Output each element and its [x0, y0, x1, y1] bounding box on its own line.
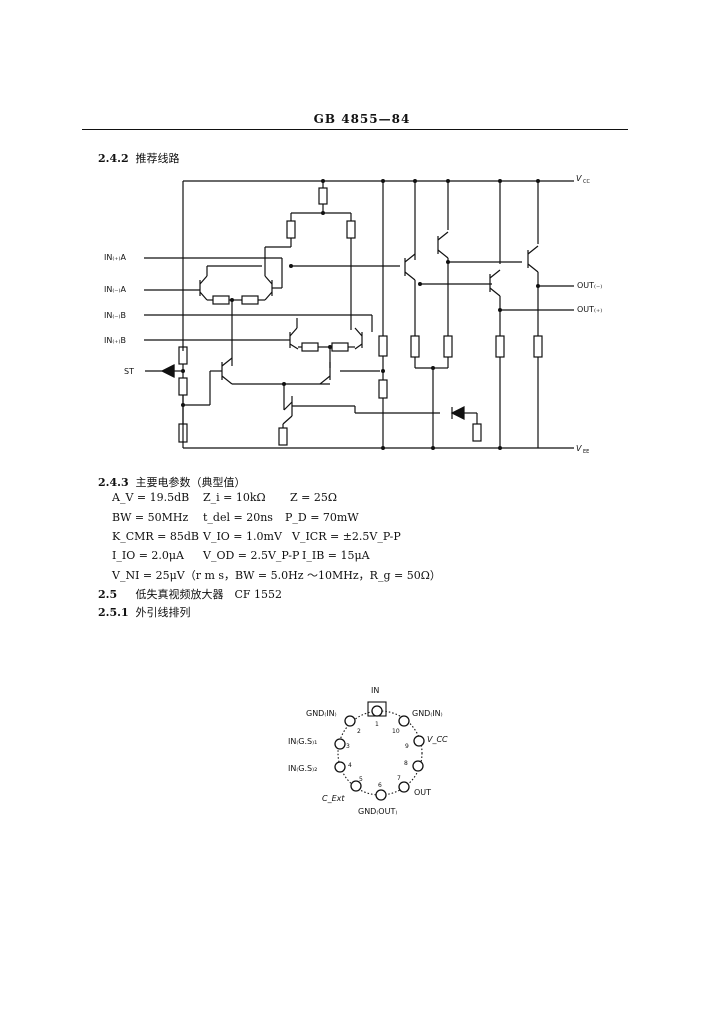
out-minus-label: OUT₍₋₎: [577, 281, 602, 290]
param-kcmr: K_CMR = 85dB: [112, 530, 200, 543]
section-2-4-3-heading: 2.4.3 主要电参数（典型值）: [98, 474, 246, 490]
pin-3: [334, 738, 346, 750]
section-number: 2.5.1: [98, 606, 129, 619]
pin-number: 1: [375, 721, 379, 728]
section-number: 2.4.3: [98, 476, 129, 489]
section-number: 2.4.2: [98, 152, 129, 165]
pin-number: 9: [405, 743, 409, 750]
section-2-4-2-heading: 2.4.2 推荐线路: [98, 150, 180, 166]
pins: [334, 705, 425, 801]
section-2-5-1-heading: 2.5.1 外引线排列: [98, 604, 191, 620]
header-rule: [82, 129, 628, 130]
pin-label-out: OUT: [414, 788, 431, 797]
pin-number: 4: [348, 762, 352, 769]
pin-number: 6: [378, 782, 382, 789]
param-zi: Z_i = 10kΩ: [203, 491, 266, 504]
st-bias-chain: [145, 346, 482, 446]
param-iib: I_IB = 15μA: [302, 549, 370, 562]
pin-4: [334, 761, 346, 773]
pin-label-in-gs1: IN₍G.S₎₁: [288, 737, 317, 746]
section-title: 主要电参数（典型值）: [135, 476, 246, 489]
vee-label-sub: EE: [583, 449, 589, 455]
section-title: 低失真视频放大器 CF 1552: [135, 588, 283, 601]
pin-6: [375, 789, 387, 801]
param-vni: V_NI = 25μV（r m s，BW = 5.0Hz ～10MHz，R_g …: [112, 569, 441, 582]
param-bw: BW = 50MHz: [112, 511, 189, 524]
pin-number: 2: [357, 728, 361, 735]
pin-number: 3: [346, 743, 350, 750]
pin-number: 8: [404, 760, 408, 767]
in-minus-b-label: IN₍₋₎B: [104, 311, 126, 320]
in-minus-a-label: IN₍₋₎A: [104, 285, 126, 294]
param-av: A_V = 19.5dB: [112, 491, 190, 504]
vee-label: V: [576, 444, 582, 453]
param-z: Z = 25Ω: [290, 491, 337, 504]
pin-7: [398, 781, 410, 793]
recommended-circuit-diagram: V CC V EE IN₍₊₎A IN₍₋₎A IN₍₋₎B IN₍₊₎B ST…: [104, 174, 602, 455]
vcc-label: V: [576, 174, 582, 183]
in-plus-b-label: IN₍₊₎B: [104, 336, 126, 345]
vcc-label-sub: CC: [583, 179, 590, 185]
pinout-diagram: 1 2 3 4 5 6 7 8 9 10 IN GND₍IN₎ GND₍IN₎ …: [288, 686, 448, 816]
pin-1: [371, 705, 383, 717]
out-plus-label: OUT₍₊₎: [577, 305, 602, 314]
section-number: 2.5: [98, 588, 118, 601]
junction-dots: [181, 179, 540, 450]
pin-2: [344, 715, 356, 727]
pin-10: [398, 715, 410, 727]
input-pair-a: [144, 181, 400, 366]
param-vio: V_IO = 1.0mV: [203, 530, 282, 543]
vcc-rail: [182, 180, 574, 351]
pin-label-vcc: V_CC: [427, 735, 448, 744]
st-label: ST: [124, 367, 134, 376]
package-outline: [337, 710, 423, 796]
pin-numbers: 1 2 3 4 5 6 7 8 9 10: [346, 721, 409, 789]
page-header-code: GB 4855—84: [313, 112, 411, 126]
pin-label-c-ext: C_Ext: [322, 794, 345, 803]
pin-label-gnd-in-left: GND₍IN₎: [306, 709, 337, 718]
in-plus-a-label: IN₍₊₎A: [104, 253, 126, 262]
param-iio: I_IO = 2.0μA: [112, 549, 185, 562]
pin-labels: IN GND₍IN₎ GND₍IN₎ IN₍G.S₎₁ V_CC IN₍G.S₎…: [288, 686, 448, 816]
input-pair-b: [144, 314, 373, 368]
pin-label-gnd-in-right: GND₍IN₎: [412, 709, 443, 718]
pin-5: [350, 780, 362, 792]
pin-number: 10: [392, 728, 400, 735]
pin-label-in-gs2: IN₍G.S₎₂: [288, 764, 317, 773]
section-title: 外引线排列: [135, 606, 191, 619]
pin-label-gnd-out: GND₍OUT₎: [358, 807, 397, 816]
pin-number: 7: [397, 775, 401, 782]
param-vod: V_OD = 2.5V_P-P: [203, 549, 300, 562]
section-2-5-heading: 2.5 低失真视频放大器 CF 1552: [98, 586, 282, 602]
param-vicr: V_ICR = ±2.5V_P-P: [292, 530, 401, 543]
vee-rail: [182, 395, 574, 449]
pin-label-in: IN: [371, 686, 379, 695]
output-stage: [378, 181, 574, 448]
pin-number: 5: [359, 776, 363, 783]
section-title: 推荐线路: [135, 152, 180, 165]
pin-9: [413, 735, 425, 747]
param-pd: P_D = 70mW: [285, 511, 359, 524]
pin-8: [412, 760, 424, 772]
param-tdel: t_del = 20ns: [203, 511, 273, 524]
